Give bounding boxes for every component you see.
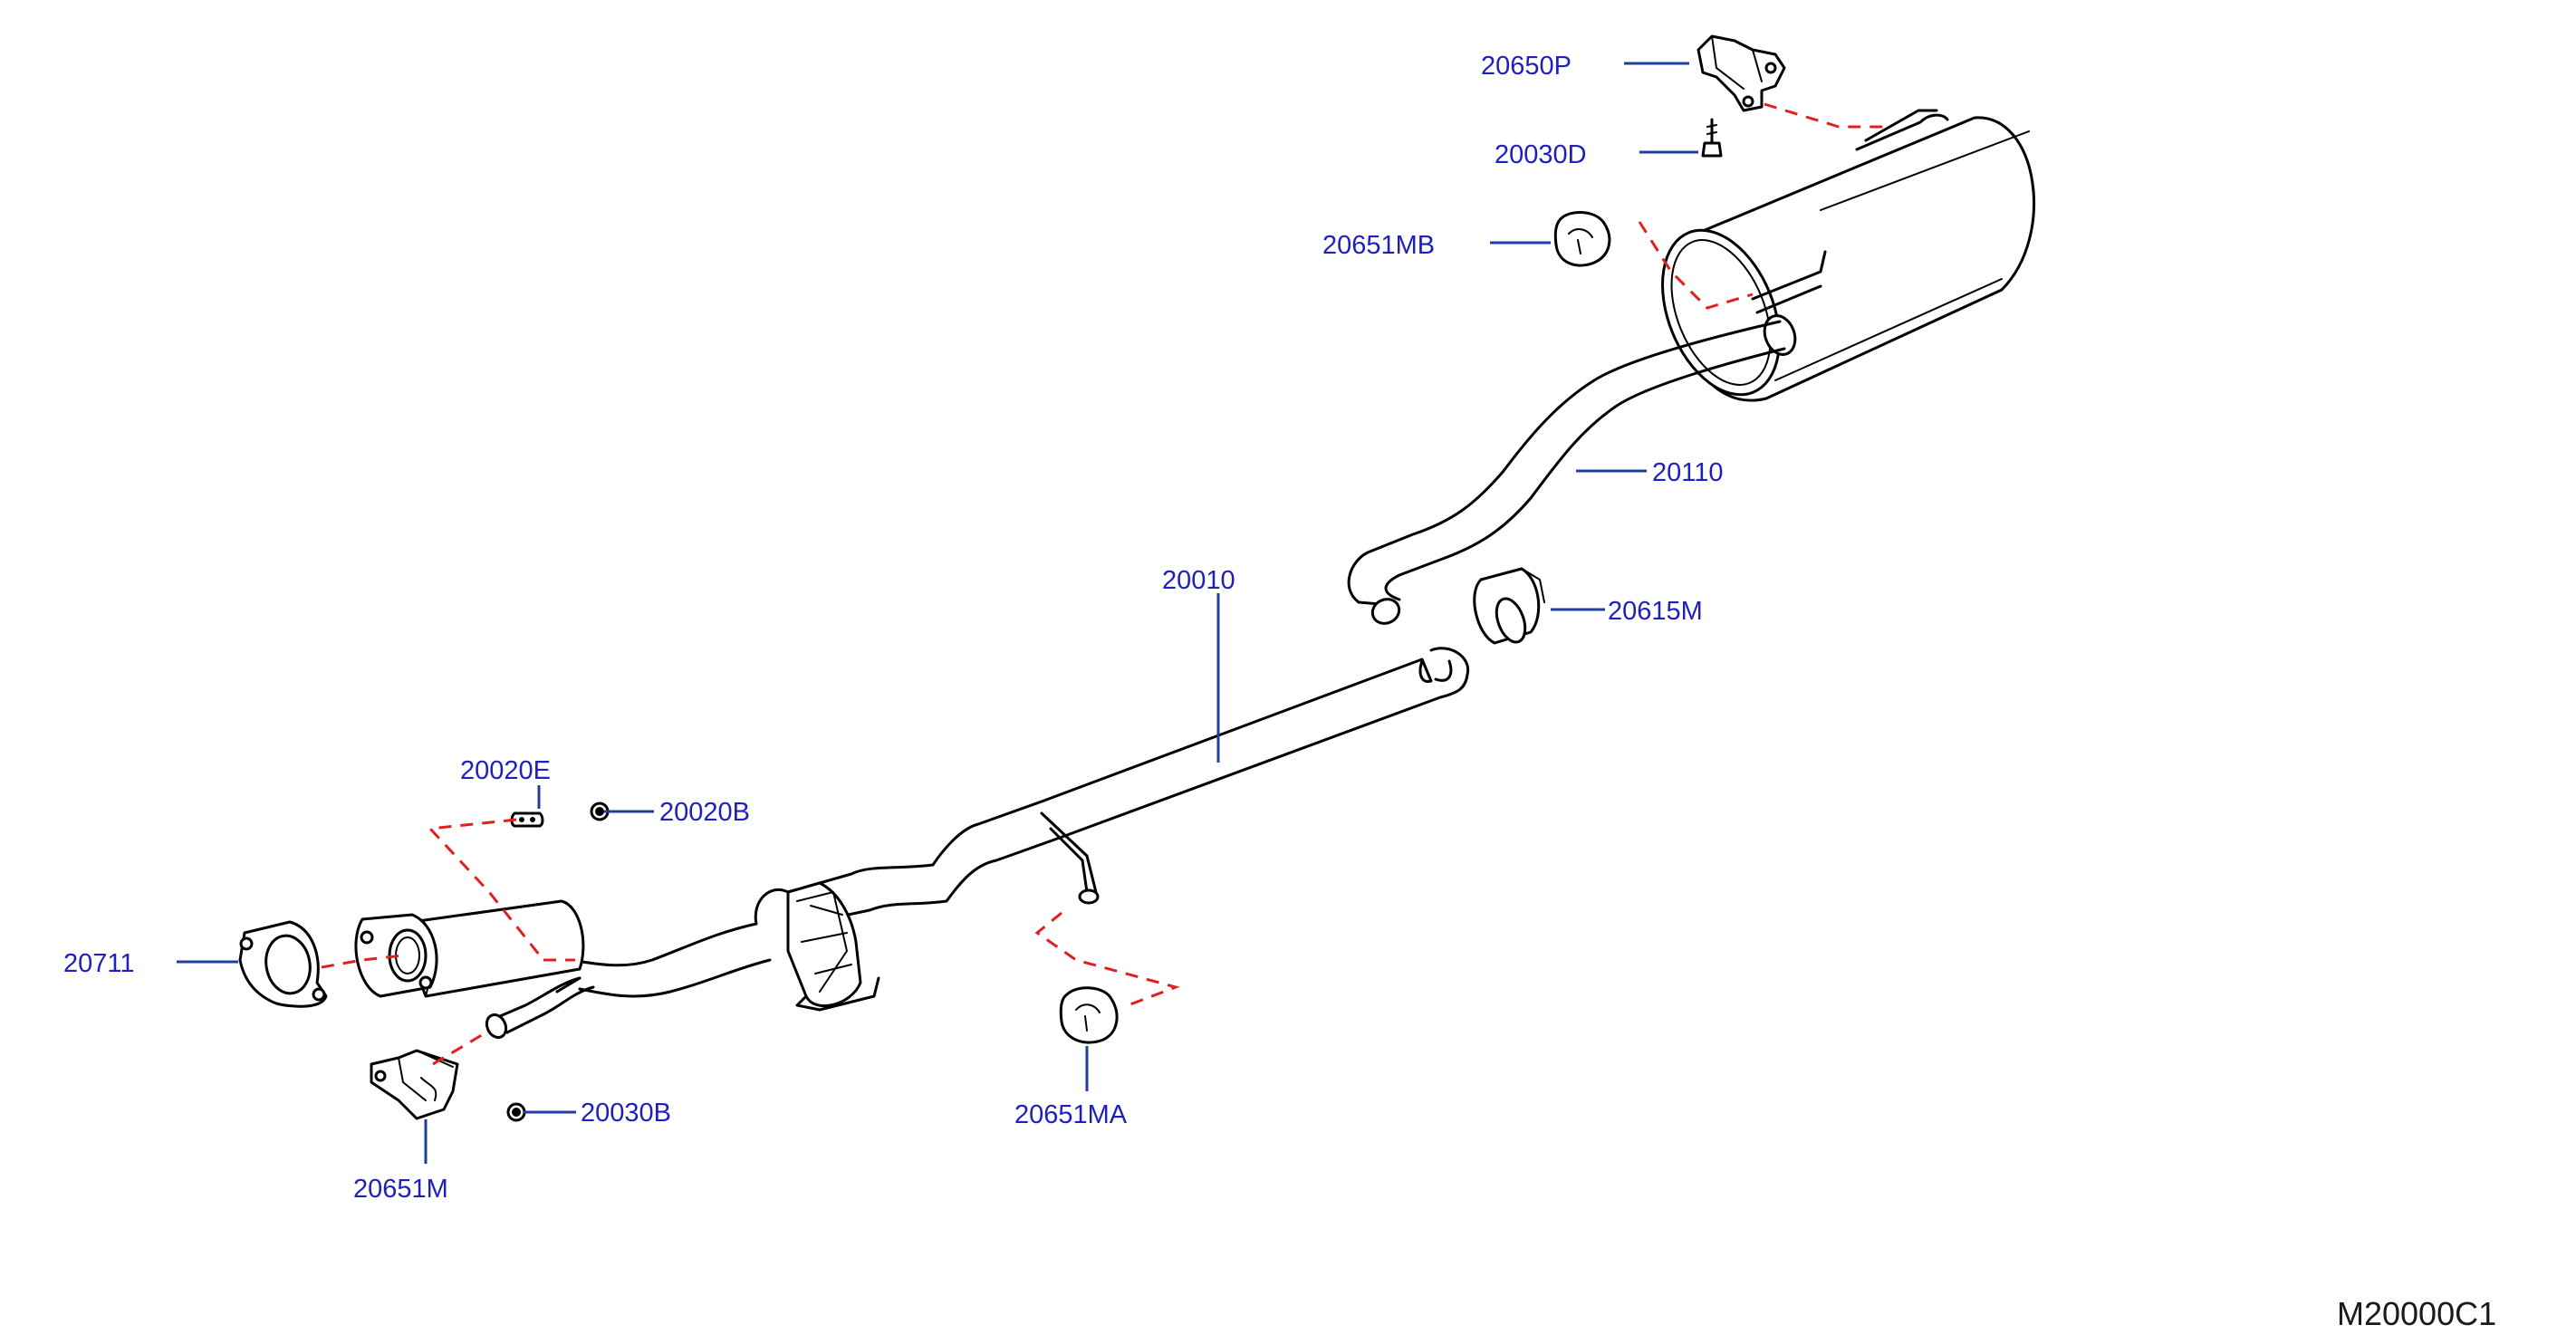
label-20651ma: 20651MA <box>1014 1100 1128 1129</box>
label-20010: 20010 <box>1162 566 1235 595</box>
label-20615m: 20615M <box>1608 597 1703 626</box>
center-pipe <box>1347 320 1786 625</box>
front-bracket <box>370 1049 459 1120</box>
label-20711: 20711 <box>63 949 135 978</box>
label-20030b: 20030B <box>581 1099 671 1128</box>
label-20030d: 20030D <box>1495 140 1587 169</box>
pipe-clamp <box>1473 567 1545 645</box>
label-20020b: 20020B <box>659 798 750 827</box>
nut-20030b <box>506 1102 526 1122</box>
label-20650p: 20650P <box>1481 52 1572 81</box>
label-20651m: 20651M <box>353 1175 448 1204</box>
label-20110: 20110 <box>1652 458 1724 487</box>
exhaust-gasket <box>238 920 328 1008</box>
rear-muffler <box>1661 109 2035 402</box>
resonator-section <box>754 863 948 1012</box>
label-20651mb: 20651MB <box>1322 231 1435 260</box>
leader-lines <box>177 62 1698 1164</box>
rubber-mount-20651mb <box>1553 211 1611 267</box>
connector-lines <box>321 102 1889 1066</box>
diagram-code: M20000C1 <box>2337 1295 2496 1332</box>
bolt-20030d <box>1701 118 1723 158</box>
label-20020e: 20020E <box>460 756 551 785</box>
front-y-pipe <box>354 899 772 1040</box>
front-pipe <box>931 647 1470 905</box>
rubber-mount-20651ma <box>1059 986 1119 1044</box>
rear-bracket <box>1697 34 1786 112</box>
stud-20020e <box>510 811 544 828</box>
